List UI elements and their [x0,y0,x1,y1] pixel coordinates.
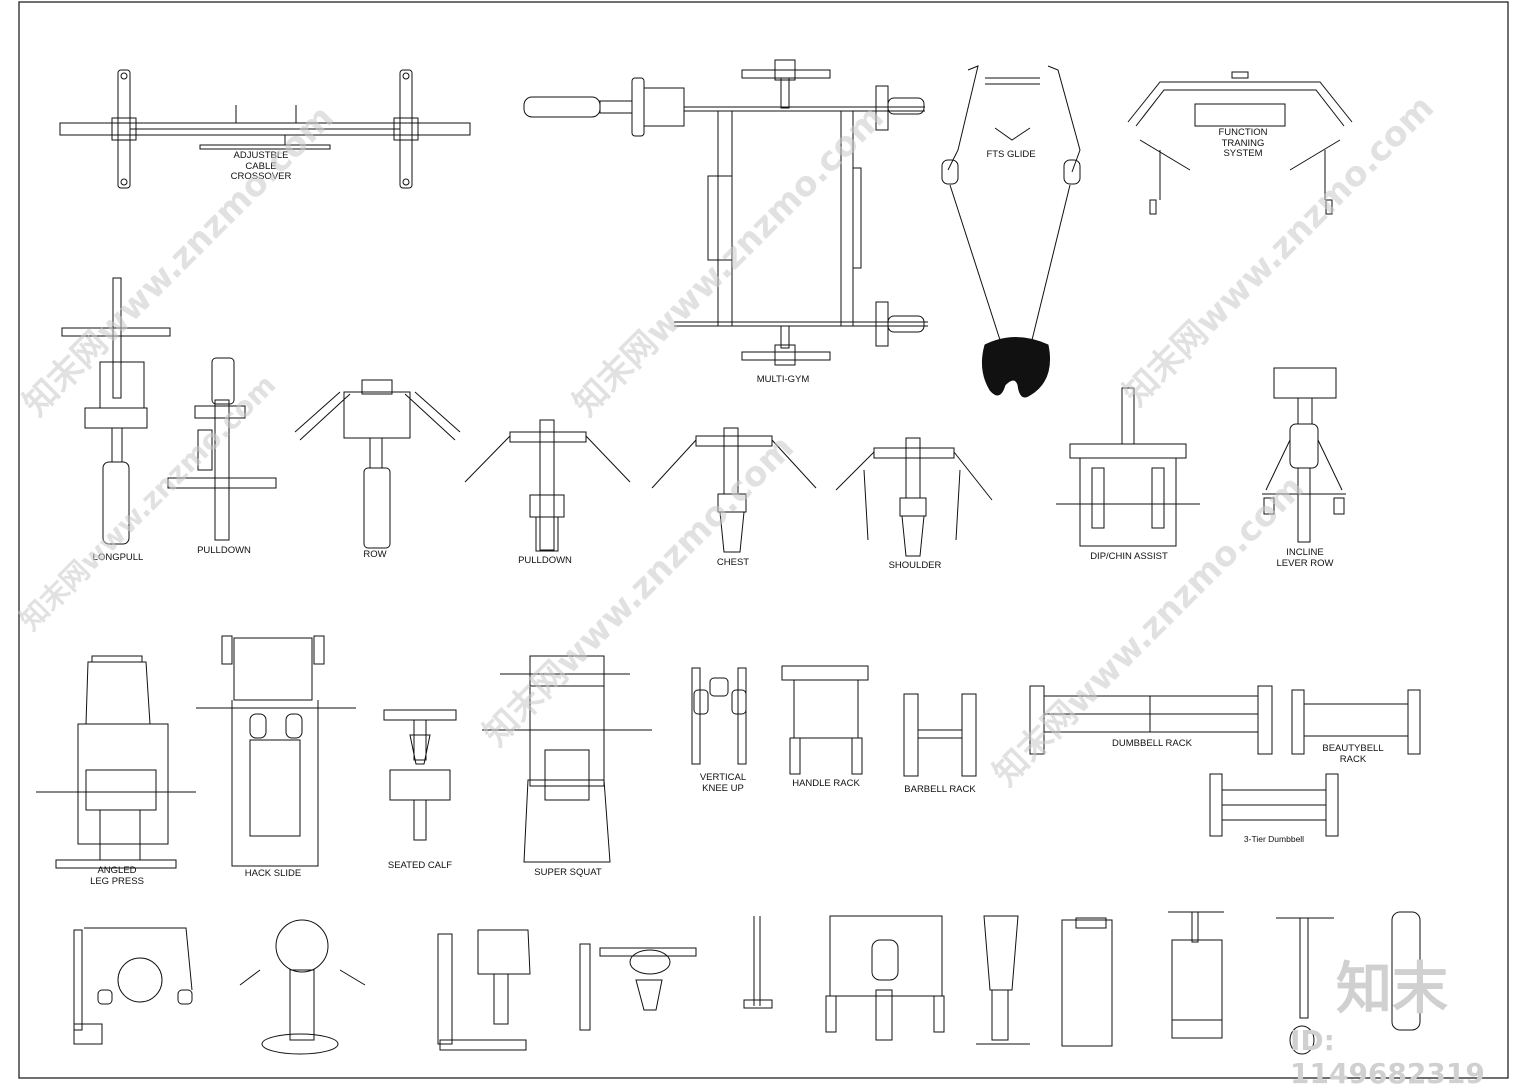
angled-leg-press-drawing [36,655,196,869]
row-drawing [294,379,461,549]
function-training-system-drawing [1127,71,1353,215]
brand-logo-text: 知末 [1336,957,1448,1022]
pulldown-2-drawing [464,419,631,552]
three-tier-dumbbell-drawing [1209,773,1339,837]
label-super-squat: SUPER SQUAT [534,867,602,878]
label-adjustable-cable-crossover: ADJUSTBLE CABLE CROSSOVER [230,150,292,182]
beautybell-rack-drawing [1291,689,1421,755]
longpull-drawing [61,277,171,545]
hack-slide-drawing [196,635,356,867]
label-dumbbell-rack: DUMBBELL RACK [1112,738,1192,749]
fts-glide-drawing [941,65,1081,398]
label-handle-rack: HANDLE RACK [792,778,860,789]
label-incline-lever-row: INCLINE LEVER ROW [1276,547,1334,569]
label-row: ROW [363,549,387,560]
seated-calf-drawing [383,709,457,841]
label-three-tier-dumbbell: 3-Tier Dumbbell [1243,834,1305,844]
label-shoulder: SHOULDER [888,560,942,571]
label-pulldown-1: PULLDOWN [197,545,251,556]
dumbbell-rack-drawing [1029,685,1273,755]
label-function-training-system: FUNCTION TRANING SYSTEM [1218,127,1268,159]
label-fts-glide: FTS GLIDE [986,149,1036,160]
label-beautybell-rack: BEAUTYBELL RACK [1322,743,1384,765]
label-longpull: LONGPULL [92,552,144,563]
label-angled-leg-press: ANGLED LEG PRESS [90,865,144,887]
incline-lever-row-drawing [1262,367,1346,543]
shoulder-drawing [835,437,993,557]
bottom-row-machines [73,911,1421,1055]
label-barbell-rack: BARBELL RACK [904,784,976,795]
barbell-rack-drawing [903,693,977,777]
handle-rack-drawing [781,665,869,775]
label-chest: CHEST [716,557,750,568]
chest-drawing [651,427,817,553]
multi-gym-drawing [523,59,928,366]
super-squat-drawing [482,655,652,863]
adjustable-cable-crossover-drawing [59,69,471,189]
id-watermark: ID: 1149682319 [1290,1024,1485,1090]
label-vertical-knee-up: VERTICAL KNEE UP [699,772,747,794]
pulldown-1-drawing [167,357,277,541]
dip-chin-assist-drawing [1056,387,1200,547]
label-hack-slide: HACK SLIDE [244,868,302,879]
label-pulldown-2: PULLDOWN [518,555,572,566]
label-seated-calf: SEATED CALF [387,860,453,871]
sheet-border [18,1,1509,1079]
label-dip-chin-assist: DIP/CHIN ASSIST [1090,551,1168,562]
label-multi-gym: MULTI-GYM [756,374,810,385]
vertical-knee-up-drawing [691,667,747,765]
